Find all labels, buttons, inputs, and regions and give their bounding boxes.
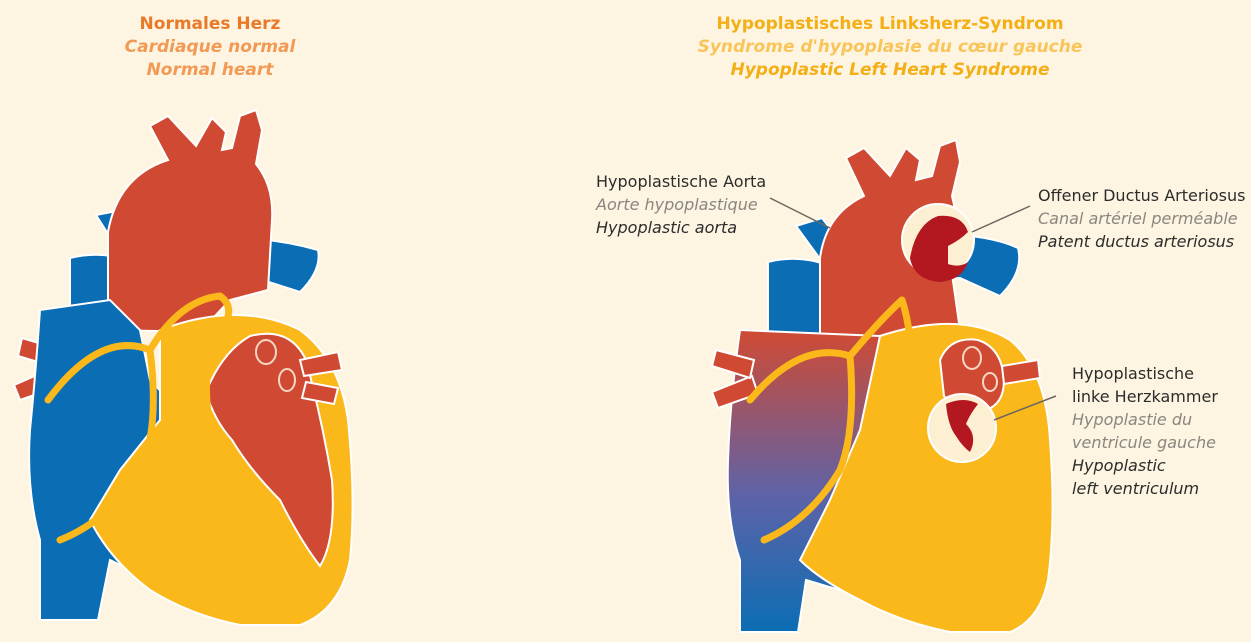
ventricle-label-en-1: Hypoplastic — [1072, 454, 1218, 477]
aortic-arch — [108, 110, 272, 332]
aorta-leader-line — [770, 198, 830, 228]
ductus-label-en: Patent ductus arteriosus — [1038, 230, 1245, 253]
normal-heart — [14, 110, 353, 625]
ductus-label-de: Offener Ductus Arteriosus — [1038, 184, 1245, 207]
aorta-label-de: Hypoplastische Aorta — [596, 170, 766, 193]
ductus-leader-line — [972, 206, 1030, 232]
aorta-label-fr: Aorte hypoplastique — [596, 193, 766, 216]
ventricle-label-de-1: Hypoplastische — [1072, 362, 1218, 385]
ventricle-label: Hypoplastische linke Herzkammer Hypoplas… — [1072, 362, 1218, 500]
ventricle-label-fr-1: Hypoplastie du — [1072, 408, 1218, 431]
ventricle-label-fr-2: ventricule gauche — [1072, 431, 1218, 454]
ventricle-label-de-2: linke Herzkammer — [1072, 385, 1218, 408]
aorta-label-en: Hypoplastic aorta — [596, 216, 766, 239]
ductus-label-fr: Canal artériel perméable — [1038, 207, 1245, 230]
ductus-label: Offener Ductus Arteriosus Canal artériel… — [1038, 184, 1245, 253]
aorta-label: Hypoplastische Aorta Aorte hypoplastique… — [596, 170, 766, 239]
ventricle-label-en-2: left ventriculum — [1072, 477, 1218, 500]
